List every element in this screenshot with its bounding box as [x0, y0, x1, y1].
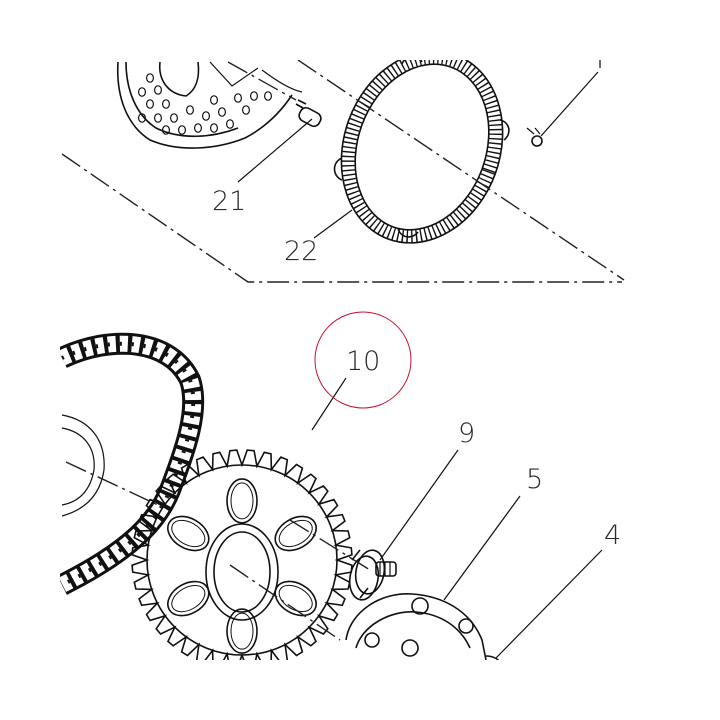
leader-4: [495, 549, 603, 659]
callout-22: 22: [284, 236, 318, 267]
drive-chain: [60, 332, 205, 595]
bearing-9: [348, 549, 397, 601]
disc-hole: [146, 99, 155, 109]
sprocket-hole: [167, 515, 210, 552]
callout-5: 5: [526, 464, 543, 495]
disc-hole: [162, 125, 171, 135]
ring-screw: [526, 60, 601, 147]
bolt-21: [237, 99, 322, 183]
callout-9: 9: [458, 418, 475, 449]
disc-hole: [154, 85, 163, 95]
disc-hole: [146, 73, 155, 83]
disc-hole: [170, 113, 179, 123]
callout-4: 4: [604, 520, 621, 551]
disc-hole: [178, 125, 187, 135]
sprocket-hole: [278, 584, 313, 613]
abs-tone-ring-22: [313, 60, 510, 244]
leader-9: [379, 449, 459, 561]
sprocket-hole: [230, 612, 254, 650]
leader-5: [443, 495, 521, 601]
disc-hole: [194, 123, 203, 133]
disc-hole: [234, 93, 243, 103]
disc-hole: [138, 87, 147, 97]
sprocket-hole: [171, 519, 206, 548]
callout-10: 10: [346, 346, 380, 377]
sprocket-hole: [274, 580, 317, 617]
disc-hole: [250, 91, 259, 101]
disc-hole: [162, 99, 171, 109]
disc-hole: [202, 111, 211, 121]
rear-sprocket-10: [131, 449, 353, 660]
sprocket-hole: [274, 515, 317, 552]
disc-hole: [210, 123, 219, 133]
disc-hole: [226, 119, 235, 129]
disc-hole: [154, 113, 163, 123]
highlight-circle: [314, 311, 412, 409]
disc-hole: [138, 113, 147, 123]
brake-disc: [116, 61, 303, 149]
callout-21: 21: [212, 186, 246, 217]
disc-hole: [264, 91, 273, 101]
disc-hole: [210, 95, 219, 105]
disc-hole: [218, 107, 227, 117]
disc-hole: [186, 105, 195, 115]
sprocket-hole: [167, 580, 210, 617]
sprocket-hole: [171, 584, 206, 613]
sprocket-hole: [278, 519, 313, 548]
sprocket-hole: [226, 608, 258, 654]
disc-hole: [242, 105, 251, 115]
sprocket-hole: [226, 478, 258, 524]
hub-flange-5: [345, 593, 500, 660]
sprocket-hole: [230, 482, 254, 520]
leader-10: [311, 377, 347, 431]
